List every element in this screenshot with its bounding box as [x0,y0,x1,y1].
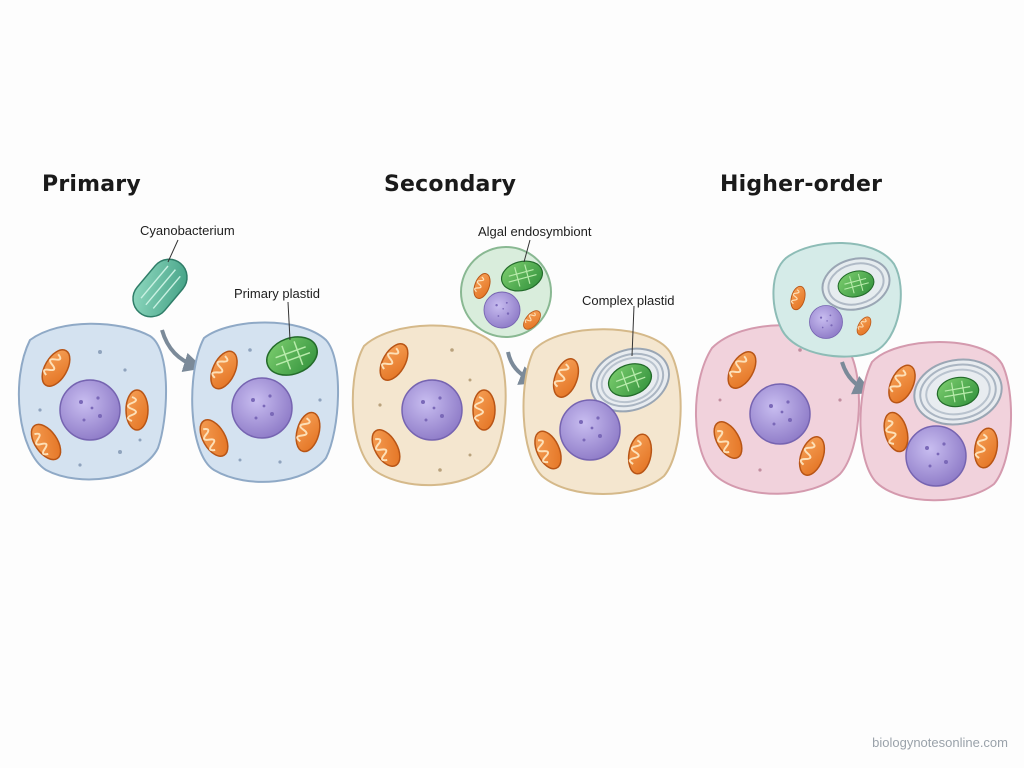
nucleus-icon [559,399,621,461]
leader-line [523,239,531,263]
leader-line [631,305,635,357]
panel-title-primary: Primary [42,172,141,197]
complex-endosymbiont-cell [772,242,902,358]
nucleus-icon [905,425,967,487]
higher-order-result-cell [859,341,1013,502]
panel-title-higher-order: Higher-order [720,172,883,197]
arrow-icon [160,329,204,373]
nucleus-icon [231,377,293,439]
label-complex-plastid: Complex plastid [582,293,675,308]
complex-plastid-icon [821,257,891,311]
label-primary-plastid: Primary plastid [234,286,320,301]
mitochondrion-icon [125,389,149,431]
algal-endosymbiont-cell [460,246,552,338]
cyanobacterium-icon [132,258,188,318]
secondary-host-cell [351,324,507,486]
complex-plastid-icon [913,358,1003,426]
leader-line [167,239,179,263]
primary-host-cell [17,322,167,481]
nucleus-icon [809,305,843,339]
nucleus-icon [59,379,121,441]
complex-plastid-cell [522,328,682,495]
nucleus-icon [401,379,463,441]
panel-title-secondary: Secondary [384,172,517,197]
label-algal-endosymbiont: Algal endosymbiont [478,224,592,239]
primary-plastid-cell [191,321,339,483]
complex-plastid-icon [590,347,670,413]
watermark: biologynotesonline.com [872,735,1008,750]
mitochondrion-icon [472,389,496,431]
nucleus-icon [483,291,521,329]
label-cyanobacterium: Cyanobacterium [140,223,235,238]
leader-line [287,301,291,341]
nucleus-icon [749,383,811,445]
